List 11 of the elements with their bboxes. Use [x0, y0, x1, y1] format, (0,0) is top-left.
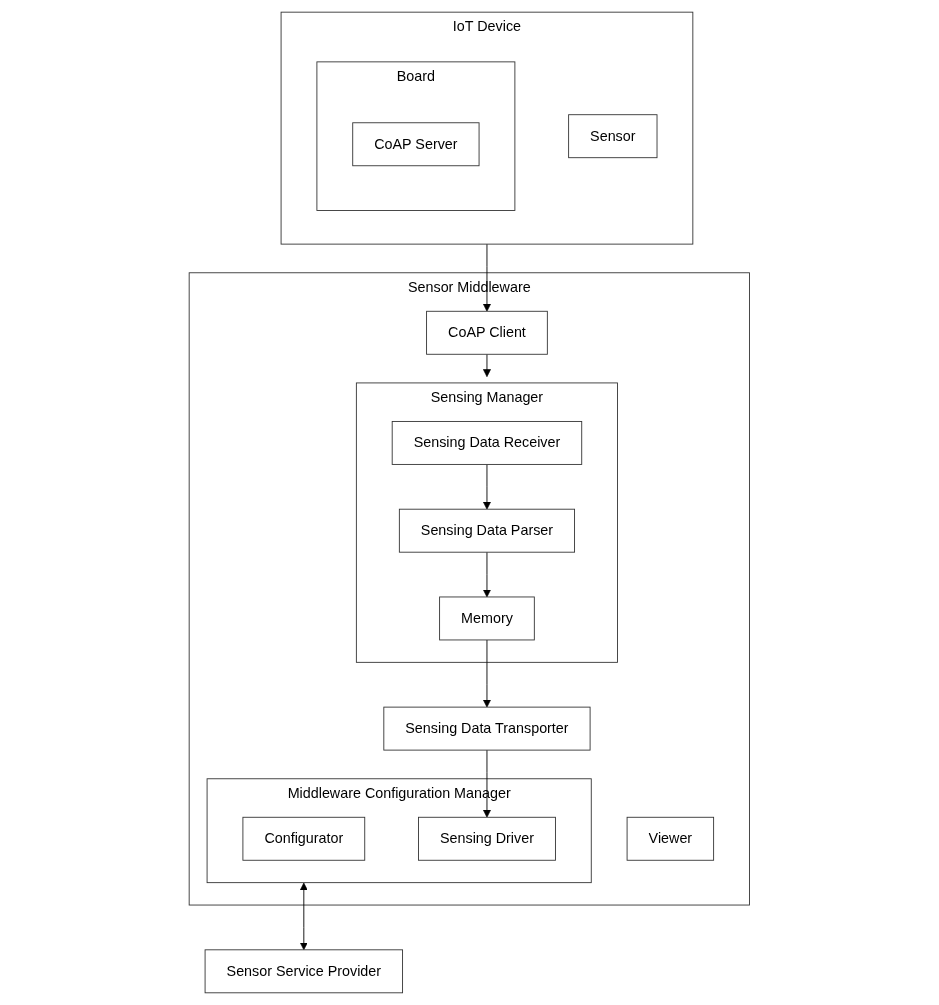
node-box: Sensor Service Provider — [204, 949, 404, 994]
node-box: Viewer — [626, 816, 715, 861]
node-box: Sensor — [568, 114, 658, 159]
node-box: Sensing Data Transporter — [383, 706, 591, 751]
node-box: CoAP Client — [426, 310, 548, 355]
node-box: Sensing Driver — [418, 816, 557, 861]
node-box: Sensing Data Parser — [399, 508, 576, 553]
node-box: Memory — [439, 596, 535, 641]
node-box: Configurator — [242, 816, 366, 861]
node-box: Sensing Data Receiver — [391, 421, 583, 465]
node-box: CoAP Server — [352, 122, 480, 167]
